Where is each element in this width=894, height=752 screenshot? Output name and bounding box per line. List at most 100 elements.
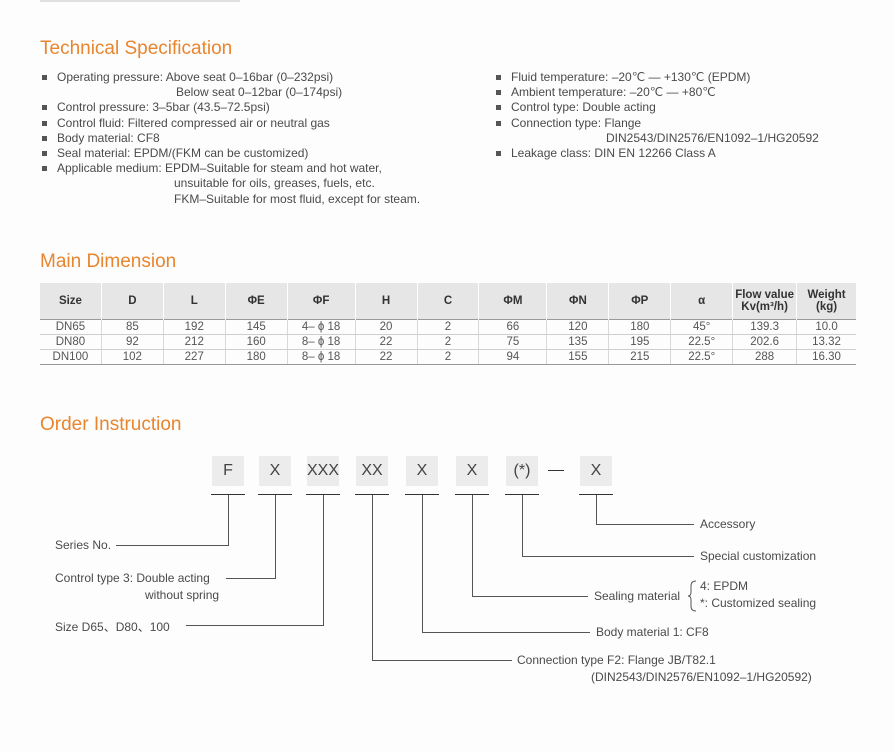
code-box-size: XXX: [307, 456, 339, 486]
order-instruction-title: Order Instruction: [40, 414, 182, 435]
table-cell: 135: [546, 334, 610, 350]
table-cell: 120: [546, 319, 610, 335]
dimension-table: Size D L ΦE ΦF H C ΦM ΦN ΦP α Flow value…: [40, 283, 856, 365]
spec-item-text: Connection type: Flange: [511, 115, 642, 130]
connector-line: [226, 578, 276, 579]
table-cell: 4– ϕ 18: [287, 319, 356, 335]
label-control-type: Control type 3: Double acting: [55, 571, 210, 585]
table-cell: DN65: [40, 319, 102, 335]
label-size: Size D65、D80、100: [55, 620, 170, 634]
connector-line: [522, 556, 694, 557]
table-cell: 288: [732, 349, 798, 365]
spec-item-text: Fluid temperature: –20℃ — +130℃ (EPDM): [511, 70, 751, 84]
label-special: Special customization: [700, 549, 817, 563]
table-cell: 180: [608, 319, 672, 335]
label-control-type-sub: without spring: [145, 588, 220, 602]
spec-item: Body material: CF8: [40, 131, 480, 146]
spec-item-text: Seal material: EPDM/(FKM can be customiz…: [57, 146, 309, 161]
code-underline: [211, 494, 245, 495]
table-cell: 22: [355, 334, 418, 350]
tech-spec-title: Technical Specification: [40, 38, 233, 59]
col-header: ΦN: [546, 283, 610, 320]
col-header: ΦM: [478, 283, 548, 320]
connector-line: [323, 495, 324, 625]
code-underline: [355, 494, 389, 495]
code-underline: [306, 494, 340, 495]
table-cell: 2: [417, 349, 480, 365]
table-cell: 85: [101, 319, 164, 335]
table-cell: 20: [355, 319, 418, 335]
col-header: Size: [40, 283, 102, 320]
label-series: Series No.: [55, 538, 112, 552]
connector-line: [596, 495, 597, 524]
label-connection-sub: (DIN2543/DIN2576/EN1092–1/HG20592): [591, 670, 812, 684]
table-cell: 16.30: [796, 349, 856, 365]
table-cell: 2: [417, 319, 480, 335]
connector-line: [596, 524, 694, 525]
spec-item-text: Control fluid: Filtered compressed air o…: [57, 115, 330, 130]
top-divider: [40, 0, 240, 2]
brace-icon: [688, 580, 697, 612]
connector-line: [422, 495, 423, 632]
label-sealing-opt1: 4: EPDM: [700, 579, 749, 593]
code-box-body: X: [406, 456, 438, 486]
label-sealing: Sealing material: [594, 589, 681, 603]
col-header-flow: Flow value Kv(m³/h): [732, 283, 798, 320]
table-cell: 195: [608, 334, 672, 350]
connector-line: [422, 632, 590, 633]
table-cell: 75: [478, 334, 548, 350]
spec-item: Applicable medium: EPDM–Suitable for ste…: [40, 161, 480, 207]
spec-item-continuation: unsuitable for oils, greases, fuels, etc…: [174, 176, 375, 191]
table-cell: 92: [101, 334, 164, 350]
connector-line: [372, 495, 373, 660]
code-underline: [258, 494, 292, 495]
flow-header-unit: Kv(m³/h): [741, 301, 788, 313]
table-cell: DN100: [40, 349, 102, 365]
table-cell: 45°: [670, 319, 734, 335]
col-header-weight: Weight (kg): [796, 283, 856, 320]
col-header: L: [163, 283, 226, 320]
table-cell: 22: [355, 349, 418, 365]
table-cell: 202.6: [732, 334, 798, 350]
weight-header-unit: (kg): [815, 301, 838, 313]
spec-item-text: Body material: CF8: [57, 130, 160, 145]
table-cell: 160: [225, 334, 288, 350]
col-header: ΦF: [287, 283, 356, 320]
weight-header-label: Weight: [807, 289, 846, 301]
table-cell: 145: [225, 319, 288, 335]
label-connection: Connection type F2: Flange JB/T82.1: [517, 653, 716, 667]
table-cell: 2: [417, 334, 480, 350]
spec-item: Fluid temperature: –20℃ — +130℃ (EPDM): [494, 70, 854, 85]
main-dimension-title: Main Dimension: [40, 251, 177, 272]
table-cell: 94: [478, 349, 548, 365]
table-cell: 192: [163, 319, 226, 335]
spec-item: Operating pressure: Above seat 0–16bar (…: [40, 70, 480, 100]
label-sealing-opt2: *: Customized sealing: [700, 596, 817, 610]
table-cell: 139.3: [732, 319, 798, 335]
col-header: α: [670, 283, 734, 320]
flow-header-label: Flow value: [735, 289, 794, 301]
spec-list-right: Fluid temperature: –20℃ — +130℃ (EPDM)Am…: [494, 70, 854, 161]
code-box-series: F: [212, 456, 244, 486]
label-body: Body material 1: CF8: [596, 625, 709, 639]
connector-line: [275, 495, 276, 578]
connector-line: [472, 495, 473, 596]
table-cell: DN80: [40, 334, 102, 350]
spec-item-continuation: Below seat 0–12bar (0–174psi): [176, 85, 343, 100]
code-box-control: X: [259, 456, 291, 486]
connector-line: [522, 495, 523, 556]
spec-item: Control type: Double acting: [494, 100, 854, 115]
table-cell: 22.5°: [670, 334, 734, 350]
code-box-connection: XX: [356, 456, 388, 486]
spec-item: Leakage class: DIN EN 12266 Class A: [494, 146, 854, 161]
table-cell: 155: [546, 349, 610, 365]
table-header-row: Size D L ΦE ΦF H C ΦM ΦN ΦP α Flow value…: [40, 283, 856, 320]
table-cell: 227: [163, 349, 226, 365]
spec-item: Seal material: EPDM/(FKM can be customiz…: [40, 146, 480, 161]
table-cell: 102: [101, 349, 164, 365]
col-header: C: [417, 283, 480, 320]
spec-item-text: Applicable medium: EPDM–Suitable for ste…: [57, 161, 382, 176]
